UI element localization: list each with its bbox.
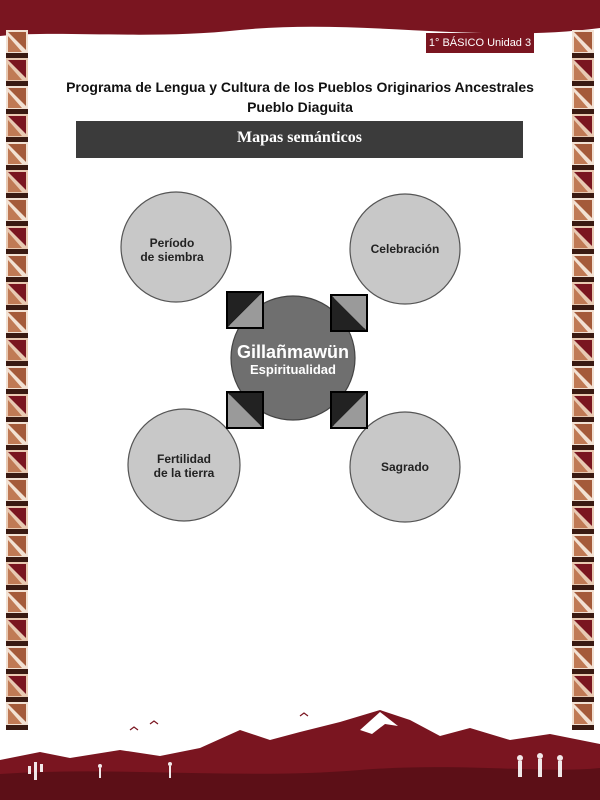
border-pattern-tile [572, 646, 594, 674]
border-pattern-tile [572, 198, 594, 226]
border-pattern-tile [6, 310, 28, 338]
connector-arrow-bottom-right [330, 391, 368, 429]
node-circle-fertility [127, 408, 241, 522]
right-pattern-border [572, 30, 594, 730]
section-title-bar: Mapas semánticos [76, 121, 523, 158]
border-pattern-tile [572, 310, 594, 338]
border-pattern-tile [6, 562, 28, 590]
section-title: Mapas semánticos [237, 129, 362, 146]
border-pattern-tile [572, 366, 594, 394]
border-pattern-tile [572, 562, 594, 590]
center-subtitle: Espiritualidad [250, 362, 336, 377]
border-pattern-tile [572, 422, 594, 450]
border-pattern-tile [6, 114, 28, 142]
border-pattern-tile [572, 450, 594, 478]
node-circle-sacred [349, 411, 461, 523]
border-pattern-tile [572, 478, 594, 506]
border-pattern-tile [6, 422, 28, 450]
node-circle-celebration [349, 193, 461, 305]
node-label-fertility-2: de la tierra [154, 466, 215, 480]
connector-arrow-top-left [226, 291, 264, 329]
border-pattern-tile [572, 170, 594, 198]
node-label-sacred: Sagrado [381, 460, 429, 474]
border-pattern-tile [6, 646, 28, 674]
node-circle-period [120, 191, 232, 303]
border-pattern-tile [572, 282, 594, 310]
border-pattern-tile [6, 450, 28, 478]
center-title: Gillañmawün [237, 342, 349, 362]
border-pattern-tile [6, 534, 28, 562]
border-pattern-tile [6, 674, 28, 702]
border-pattern-tile [572, 58, 594, 86]
border-pattern-tile [572, 86, 594, 114]
left-pattern-border [6, 30, 28, 730]
border-pattern-tile [572, 534, 594, 562]
people-name: Pueblo Diaguita [247, 99, 353, 115]
border-pattern-tile [6, 58, 28, 86]
border-pattern-tile [572, 506, 594, 534]
border-pattern-tile [6, 394, 28, 422]
border-pattern-tile [572, 394, 594, 422]
semantic-map-diagram: Gillañmawün Espiritualidad Período de si… [120, 191, 461, 523]
border-pattern-tile [6, 590, 28, 618]
connector-arrow-top-right [330, 294, 368, 332]
border-pattern-tile [6, 30, 28, 58]
border-pattern-tile [6, 142, 28, 170]
border-pattern-tile [572, 226, 594, 254]
border-pattern-tile [572, 114, 594, 142]
border-pattern-tile [6, 282, 28, 310]
border-pattern-tile [6, 226, 28, 254]
border-pattern-tile [6, 86, 28, 114]
border-pattern-tile [572, 254, 594, 282]
connector-arrow-bottom-left [226, 391, 264, 429]
node-label-period-2: de siembra [140, 250, 204, 264]
node-label-celebration: Celebración [371, 242, 440, 256]
bottom-landscape-illustration [0, 710, 600, 800]
border-pattern-tile [6, 366, 28, 394]
border-pattern-tile [6, 198, 28, 226]
border-pattern-tile [6, 254, 28, 282]
border-pattern-tile [572, 618, 594, 646]
border-pattern-tile [6, 702, 28, 730]
border-pattern-tile [6, 170, 28, 198]
border-pattern-tile [572, 142, 594, 170]
border-pattern-tile [6, 338, 28, 366]
top-wave-band [0, 0, 600, 36]
border-pattern-tile [572, 702, 594, 730]
border-pattern-tile [572, 338, 594, 366]
border-pattern-tile [572, 30, 594, 58]
node-label-period-1: Período [150, 236, 195, 250]
border-pattern-tile [572, 590, 594, 618]
border-pattern-tile [6, 618, 28, 646]
node-label-fertility-1: Fertilidad [157, 452, 211, 466]
border-pattern-tile [572, 674, 594, 702]
program-title: Programa de Lengua y Cultura de los Pueb… [66, 79, 534, 95]
border-pattern-tile [6, 478, 28, 506]
border-pattern-tile [6, 506, 28, 534]
grade-badge: 1° BÁSICO Unidad 3 [426, 33, 534, 53]
